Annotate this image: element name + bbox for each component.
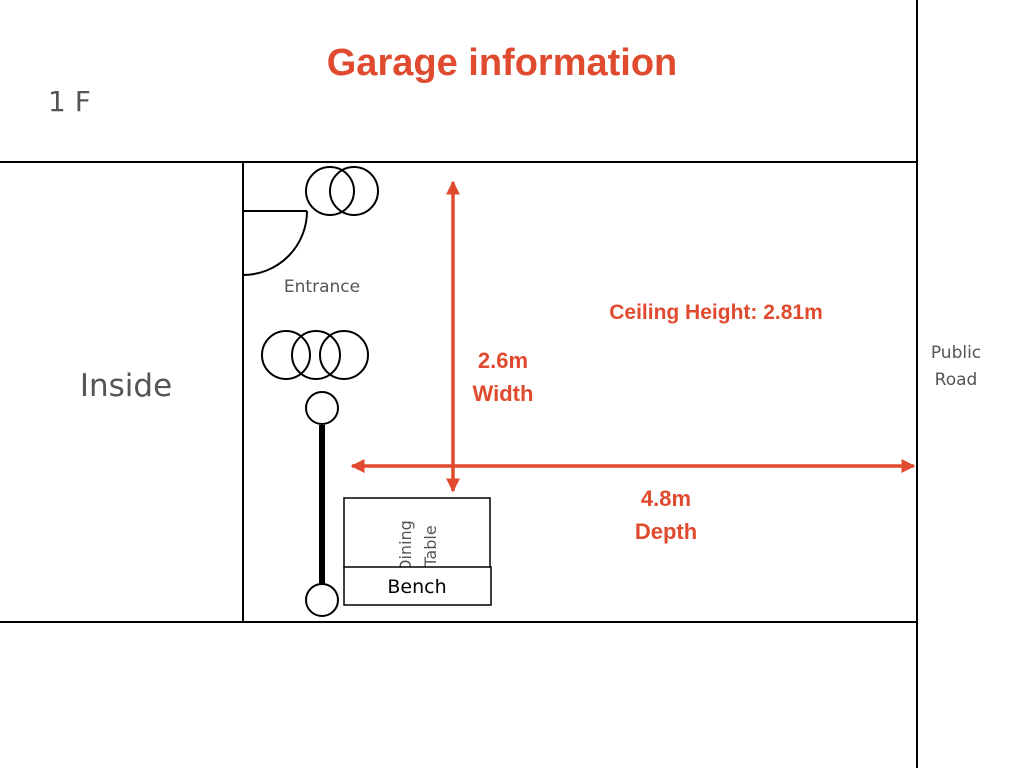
pole-rail xyxy=(305,391,339,617)
bench xyxy=(343,566,492,606)
public-road-label-line1: Public xyxy=(931,343,981,363)
dining-table xyxy=(343,497,491,569)
ceiling-height-label: Ceiling Height: 2.81m xyxy=(609,301,823,324)
depth-label: Depth xyxy=(635,519,697,544)
public-road-label-line2: Road xyxy=(935,370,978,390)
ring-group-top xyxy=(305,166,379,216)
inside-label: Inside xyxy=(80,368,172,404)
bench-label: Bench xyxy=(387,576,446,598)
dining-table-label: Dining Table xyxy=(396,520,440,572)
page-title: Garage information xyxy=(327,42,678,84)
ring-group-middle xyxy=(261,330,369,380)
dining-label-line1: Dining xyxy=(396,520,415,572)
width-value: 2.6m xyxy=(478,348,528,373)
floor-label: 1 F xyxy=(48,85,91,118)
dining-label-line2: Table xyxy=(421,525,440,567)
width-label: Width xyxy=(473,381,534,406)
entrance-label: Entrance xyxy=(284,277,360,297)
depth-value: 4.8m xyxy=(641,486,691,511)
entrance-door xyxy=(242,210,308,276)
